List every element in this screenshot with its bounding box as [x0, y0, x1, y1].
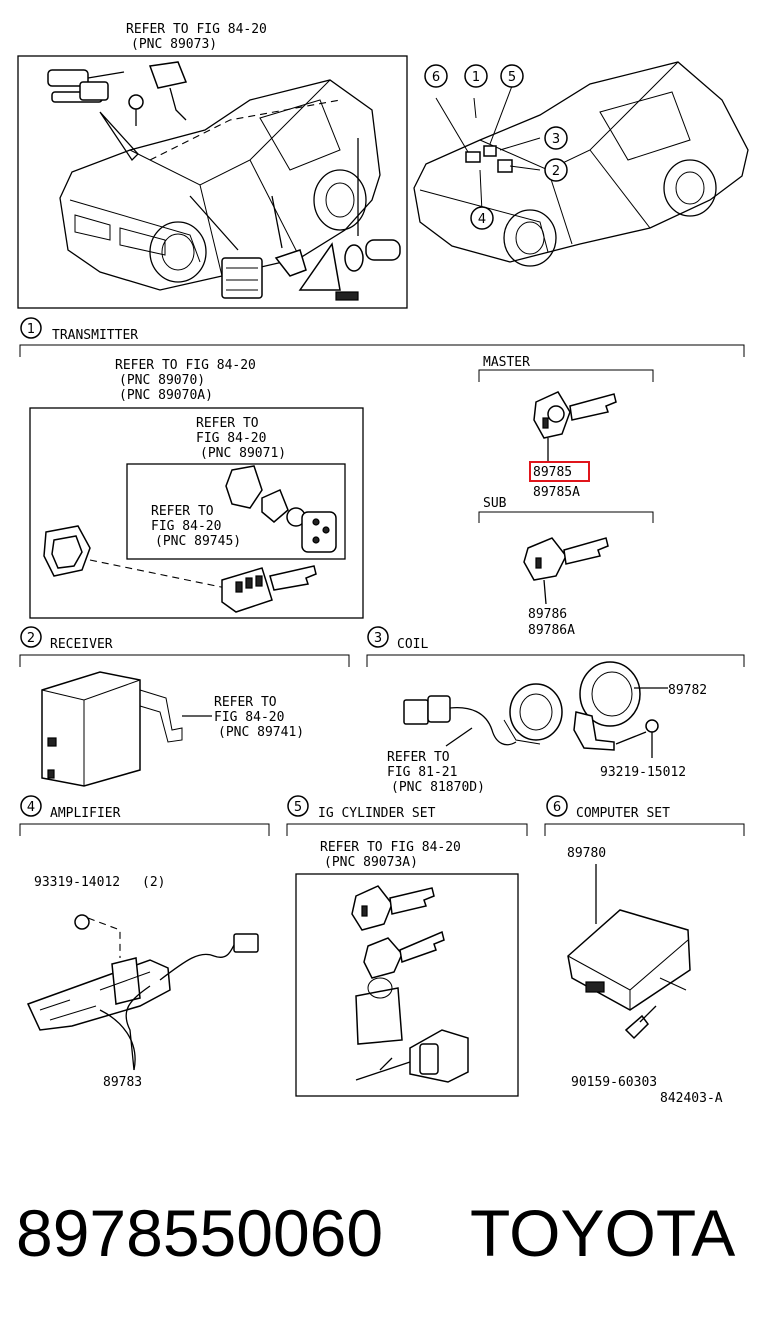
receiver-unit-illustration	[41, 671, 212, 787]
section-coil: 3 COIL 89782 REFER TO FIG 81-21 (PNC 818…	[366, 626, 745, 795]
receiver-refer-1: REFER TO	[214, 695, 277, 710]
ig-cylinder-refer-1: REFER TO FIG 84-20	[320, 840, 461, 855]
top-left-frame	[17, 55, 408, 309]
computer-unit-illustration	[567, 864, 691, 1040]
ig-cylinder-box	[295, 873, 519, 1097]
callout-4: 4	[470, 206, 494, 230]
section-ig-cylinder: 5 IG CYLINDER SET REFER TO FIG 84-20 (PN…	[286, 795, 528, 1097]
transmitter-refer-a-2: (PNC 89070)	[119, 373, 205, 388]
section-transmitter: 1 TRANSMITTER REFER TO FIG 84-20 (PNC 89…	[19, 317, 745, 638]
receiver-num: 2	[27, 631, 35, 646]
callout-5-label: 5	[508, 70, 516, 85]
callout-1: 1	[464, 64, 488, 88]
coil-refer-1: REFER TO	[387, 750, 450, 765]
callout-5: 5	[500, 64, 524, 88]
receiver-refer-2: FIG 84-20	[214, 710, 284, 725]
transmitter-refer-a-3: (PNC 89070A)	[119, 388, 213, 403]
master-part-primary: 89785	[533, 465, 572, 480]
computer-part: 89780	[567, 846, 606, 861]
sub-key-illustration	[523, 537, 609, 605]
master-part-secondary: 89785A	[533, 485, 580, 500]
transmitter-title: TRANSMITTER	[52, 328, 138, 343]
amplifier-title: AMPLIFIER	[50, 806, 121, 821]
ig-cylinder-title: IG CYLINDER SET	[318, 806, 436, 821]
ig-cylinder-num: 5	[294, 800, 302, 815]
callout-2: 2	[544, 158, 568, 182]
computer-title: COMPUTER SET	[576, 806, 670, 821]
callout-6: 6	[424, 64, 448, 88]
transmitter-refer-b-1: REFER TO	[196, 416, 259, 431]
transmitter-refer-a-1: REFER TO FIG 84-20	[115, 358, 256, 373]
callout-4-label: 4	[478, 212, 486, 227]
vehicle-illustration-right	[413, 61, 749, 267]
receiver-title: RECEIVER	[50, 637, 113, 652]
top-left-refer-line2: (PNC 89073)	[131, 37, 217, 52]
footer-part-number: 8978550060	[16, 1196, 383, 1270]
amplifier-illustration	[26, 914, 259, 1071]
transmitter-refer-c-2: FIG 84-20	[151, 519, 221, 534]
amplifier-screw: 93319-14012	[34, 875, 120, 890]
transmitter-refer-c-3: (PNC 89745)	[155, 534, 241, 549]
coil-title: COIL	[397, 637, 428, 652]
transmitter-inner-box	[126, 463, 346, 560]
transmitter-num: 1	[27, 322, 35, 337]
section-amplifier: 4 AMPLIFIER 93319-14012 (2) 89783	[19, 795, 270, 1090]
transmitter-parts-illustration	[43, 465, 337, 613]
top-left-refer-line1: REFER TO FIG 84-20	[126, 22, 267, 37]
computer-screw: 90159-60303	[571, 1075, 657, 1090]
callout-3-label: 3	[552, 132, 560, 147]
coil-bolt: 93219-15012	[600, 765, 686, 780]
figure-code: 842403-A	[660, 1091, 723, 1106]
transmitter-refer-b-3: (PNC 89071)	[200, 446, 286, 461]
computer-num: 6	[553, 800, 561, 815]
transmitter-refer-c-1: REFER TO	[151, 504, 214, 519]
amplifier-part: 89783	[103, 1075, 142, 1090]
ig-cylinder-refer-2: (PNC 89073A)	[324, 855, 418, 870]
transmitter-outer-box	[29, 407, 364, 619]
section-receiver: 2 RECEIVER REFER TO FIG 84-20 (PNC 89741…	[19, 626, 350, 787]
vehicle-illustration-left	[59, 79, 381, 291]
callout-1-label: 1	[472, 70, 480, 85]
transmitter-refer-b-2: FIG 84-20	[196, 431, 266, 446]
callout-6-label: 6	[432, 70, 440, 85]
sub-label: SUB	[483, 496, 507, 511]
callout-3: 3	[544, 126, 568, 150]
coil-illustration	[403, 661, 668, 758]
receiver-refer-3: (PNC 89741)	[218, 725, 304, 740]
top-left-panel: REFER TO FIG 84-20 (PNC 89073)	[17, 22, 408, 309]
ig-cylinder-illustration	[351, 885, 469, 1083]
sub-part-secondary: 89786A	[528, 623, 575, 638]
cylinder-parts-illustration	[189, 138, 401, 301]
coil-part: 89782	[668, 683, 707, 698]
footer-brand: TOYOTA	[470, 1196, 735, 1270]
coil-num: 3	[374, 631, 382, 646]
master-label: MASTER	[483, 355, 530, 370]
master-key-illustration	[533, 391, 617, 462]
amplifier-screw-qty: (2)	[142, 875, 165, 890]
top-right-panel: 6 1 5 3 2 4	[413, 61, 749, 267]
key-set-illustration	[47, 61, 188, 162]
coil-refer-3: (PNC 81870D)	[391, 780, 485, 795]
amplifier-num: 4	[27, 800, 35, 815]
callout-2-label: 2	[552, 164, 560, 179]
master-part-highlight	[529, 461, 590, 482]
section-computer: 6 COMPUTER SET 89780 90159-60303 842403-…	[544, 795, 745, 1106]
coil-refer-2: FIG 81-21	[387, 765, 457, 780]
sub-part-primary: 89786	[528, 607, 567, 622]
